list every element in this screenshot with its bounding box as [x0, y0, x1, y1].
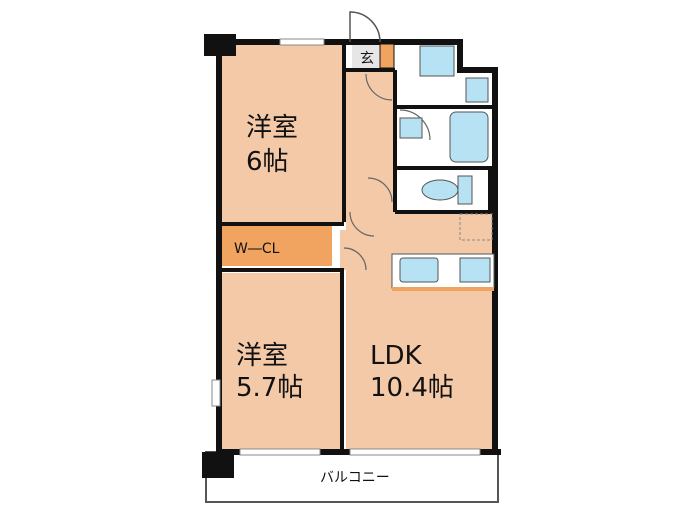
- hallway-floor: [346, 70, 398, 232]
- kitchen-sink: [399, 257, 439, 283]
- bathtub: [449, 111, 489, 163]
- windows: [211, 38, 481, 456]
- bath-step: [399, 117, 423, 139]
- entrance-label: 玄: [360, 50, 374, 67]
- western-room-1-name: 洋室: [246, 113, 298, 143]
- ldk-name: LDK: [370, 341, 423, 371]
- balcony-floor: [205, 451, 499, 503]
- washbasin: [419, 45, 455, 77]
- column-top-left: [204, 34, 236, 56]
- counter-edge: [392, 287, 494, 291]
- column-right: [488, 170, 498, 210]
- washing-machine: [465, 77, 489, 103]
- shoe-cabinet: [379, 43, 395, 69]
- walk-in-closet-label: W―CL: [234, 241, 280, 257]
- western-room-2-floor: [222, 273, 340, 450]
- western-room-1-size: 6帖: [246, 147, 289, 177]
- western-room-2-name: 洋室: [236, 341, 288, 371]
- toilet-tank: [457, 175, 473, 205]
- kitchen-stove: [459, 257, 491, 283]
- column-bottom-left: [202, 452, 234, 478]
- balcony-label: バルコニー: [320, 470, 390, 486]
- inner-walls: [222, 42, 495, 452]
- front-door: [349, 11, 381, 43]
- walk-in-closet-floor: [222, 226, 332, 266]
- hallway-lower-floor: [340, 230, 392, 270]
- ldk-size: 10.4帖: [370, 373, 454, 403]
- toilet-bowl: [421, 179, 459, 201]
- western-room-1-floor: [222, 44, 342, 222]
- storage-hatch: [459, 213, 493, 241]
- western-room-2-size: 5.7帖: [236, 373, 303, 403]
